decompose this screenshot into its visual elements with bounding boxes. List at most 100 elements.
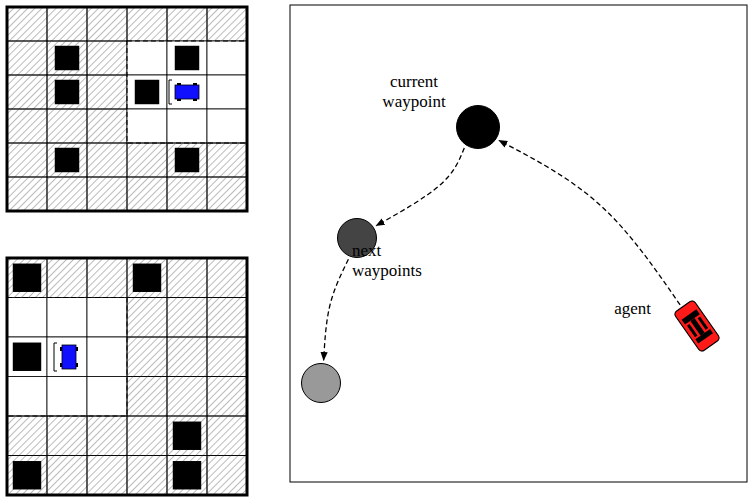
grid-cell (87, 416, 127, 456)
grid-cell (127, 41, 167, 75)
obstacle (173, 422, 201, 450)
grid-cell (127, 177, 167, 211)
grid-cell (7, 41, 47, 75)
obstacle (55, 80, 79, 104)
grid-cell (127, 416, 167, 456)
grid-cell (167, 377, 207, 417)
grid-cell (7, 456, 47, 496)
dashed-arrow (499, 140, 680, 304)
grid-cell (47, 377, 87, 417)
label-box: current waypoint (374, 72, 454, 112)
grid-cell (87, 258, 127, 298)
grid-cell (87, 456, 127, 496)
waypoint-circle: current waypoint (456, 105, 500, 149)
grid-cell (127, 7, 167, 41)
grid-cell (127, 337, 167, 377)
grid-cell (87, 109, 127, 143)
grid-cell (207, 258, 247, 298)
circle-shape (456, 105, 500, 149)
grid-border (7, 258, 247, 495)
robot (54, 343, 78, 371)
grid-cell (167, 143, 207, 177)
grid-cell (47, 298, 87, 338)
obstacle (175, 148, 199, 172)
grid-cell (207, 109, 247, 143)
top-grid (7, 7, 247, 211)
grid-cell (207, 177, 247, 211)
agent-car: agent (673, 302, 721, 350)
view-window (127, 41, 247, 143)
obstacle (55, 46, 79, 70)
car-icon (673, 302, 721, 350)
grid-cell (7, 109, 47, 143)
grid-cell (7, 298, 47, 338)
grid-cell (87, 337, 127, 377)
obstacle (175, 46, 199, 70)
grid-cell (47, 456, 87, 496)
grid-cell (207, 7, 247, 41)
view-window (7, 298, 127, 417)
node-label: agent (591, 299, 651, 319)
grid-cell (127, 377, 167, 417)
grid-cell (167, 337, 207, 377)
grid-cell (127, 298, 167, 338)
obstacle (13, 264, 41, 292)
grid-cell (127, 143, 167, 177)
grid-cell (47, 258, 87, 298)
grid-cell (167, 41, 207, 75)
circle-shape (301, 363, 341, 403)
grid-cell (167, 258, 207, 298)
dashed-arrow (324, 259, 349, 360)
node-label: next waypoints (352, 241, 434, 281)
scene-frame (290, 5, 747, 482)
grid-cell (47, 416, 87, 456)
grid-cell (167, 109, 207, 143)
obstacle (173, 461, 201, 489)
grid-cell (87, 41, 127, 75)
grid-cell (7, 377, 47, 417)
grid-cell (7, 337, 47, 377)
grid-cell (47, 143, 87, 177)
obstacle (133, 264, 161, 292)
waypoint-circle: next waypoints (337, 218, 377, 258)
grid-cell (87, 75, 127, 109)
grid-cell (207, 337, 247, 377)
grid-cell (47, 109, 87, 143)
grid-cell (167, 456, 207, 496)
grid-cell (7, 177, 47, 211)
grid-cell (167, 177, 207, 211)
grid-cell (127, 456, 167, 496)
grid-cell (7, 7, 47, 41)
grid-cell (207, 143, 247, 177)
grid-cell (87, 143, 127, 177)
node-label: current waypoint (374, 72, 454, 112)
grid-cell (47, 7, 87, 41)
dashed-arrow (376, 148, 464, 226)
grid-cell (47, 75, 87, 109)
grid-cell (167, 7, 207, 41)
label-box: agent (591, 299, 651, 319)
grid-border (7, 7, 247, 211)
grid-cell (7, 258, 47, 298)
waypoint-circle (301, 363, 341, 403)
obstacle (13, 343, 41, 371)
grid-cell (87, 7, 127, 41)
grid-cell (7, 416, 47, 456)
grid-cell (87, 377, 127, 417)
grid-cell (167, 75, 207, 109)
grid-cell (127, 258, 167, 298)
grid-cell (47, 337, 87, 377)
grid-cell (207, 456, 247, 496)
grid-cell (87, 298, 127, 338)
grid-cell (7, 143, 47, 177)
grid-cell (207, 75, 247, 109)
grid-cell (167, 416, 207, 456)
bottom-grid (7, 258, 247, 495)
grid-cell (7, 75, 47, 109)
grid-cell (207, 41, 247, 75)
grid-cell (207, 377, 247, 417)
grid-cell (127, 109, 167, 143)
grid-cell (207, 298, 247, 338)
grid-cell (47, 41, 87, 75)
